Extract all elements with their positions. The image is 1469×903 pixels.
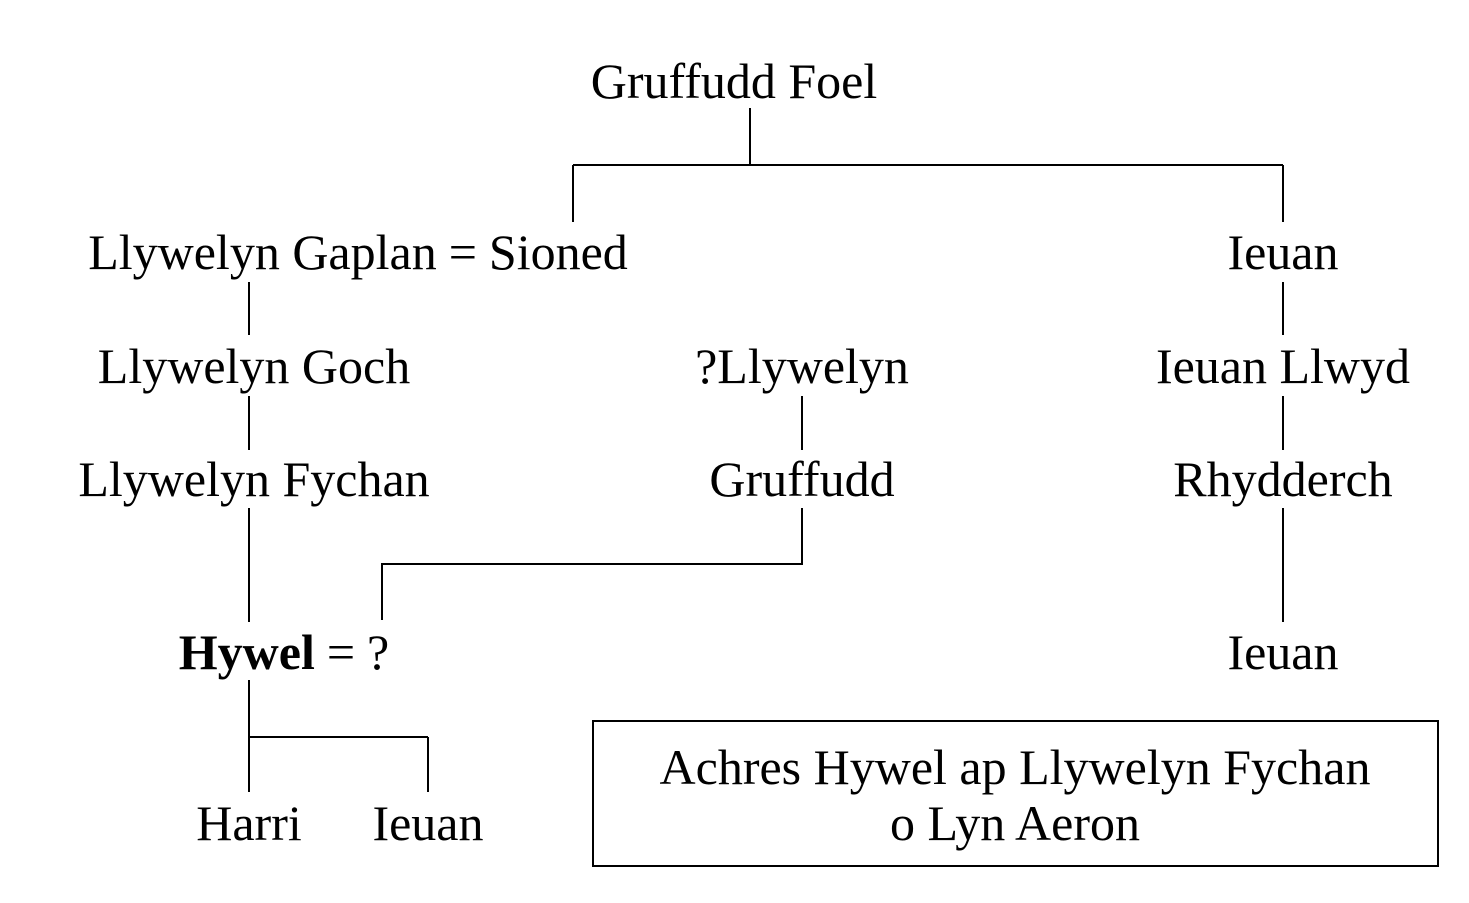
caption-line-1: Achres Hywel ap Llywelyn Fychan (660, 739, 1371, 795)
person-harri: Harri (196, 795, 302, 851)
person-hywel: Hywel (179, 624, 315, 680)
connectors (248, 108, 1284, 792)
person-q-llywelyn: ?Llywelyn (695, 338, 909, 394)
person-ieuan-son-of-rhydderch: Ieuan (1227, 624, 1338, 680)
couple-hywel-spouse: Hywel=? (179, 624, 390, 680)
marriage-sign: = (449, 224, 477, 280)
person-gruffudd-foel: Gruffudd Foel (591, 53, 878, 109)
person-ieuan-son-of-gruffudd-foel: Ieuan (1227, 224, 1338, 280)
caption-line-2: o Lyn Aeron (890, 795, 1140, 851)
person-llywelyn-fychan: Llywelyn Fychan (78, 451, 429, 507)
person-llywelyn-gaplan: Llywelyn Gaplan (88, 224, 437, 280)
caption-box (592, 720, 1439, 867)
person-rhydderch: Rhydderch (1173, 451, 1392, 507)
person-spouse-unknown: ? (367, 624, 389, 680)
connector-gruffudd-spouse (381, 508, 803, 620)
person-sioned: Sioned (489, 224, 628, 280)
caption: Achres Hywel ap Llywelyn Fychan o Lyn Ae… (592, 720, 1439, 867)
person-ieuan-llwyd: Ieuan Llwyd (1156, 338, 1410, 394)
couple-llywelyn-gaplan-sioned: Llywelyn Gaplan=Sioned (88, 224, 628, 280)
marriage-sign: = (327, 624, 355, 680)
person-ieuan-son-of-hywel: Ieuan (372, 795, 483, 851)
person-llywelyn-goch: Llywelyn Goch (98, 338, 410, 394)
person-gruffudd: Gruffudd (709, 451, 894, 507)
